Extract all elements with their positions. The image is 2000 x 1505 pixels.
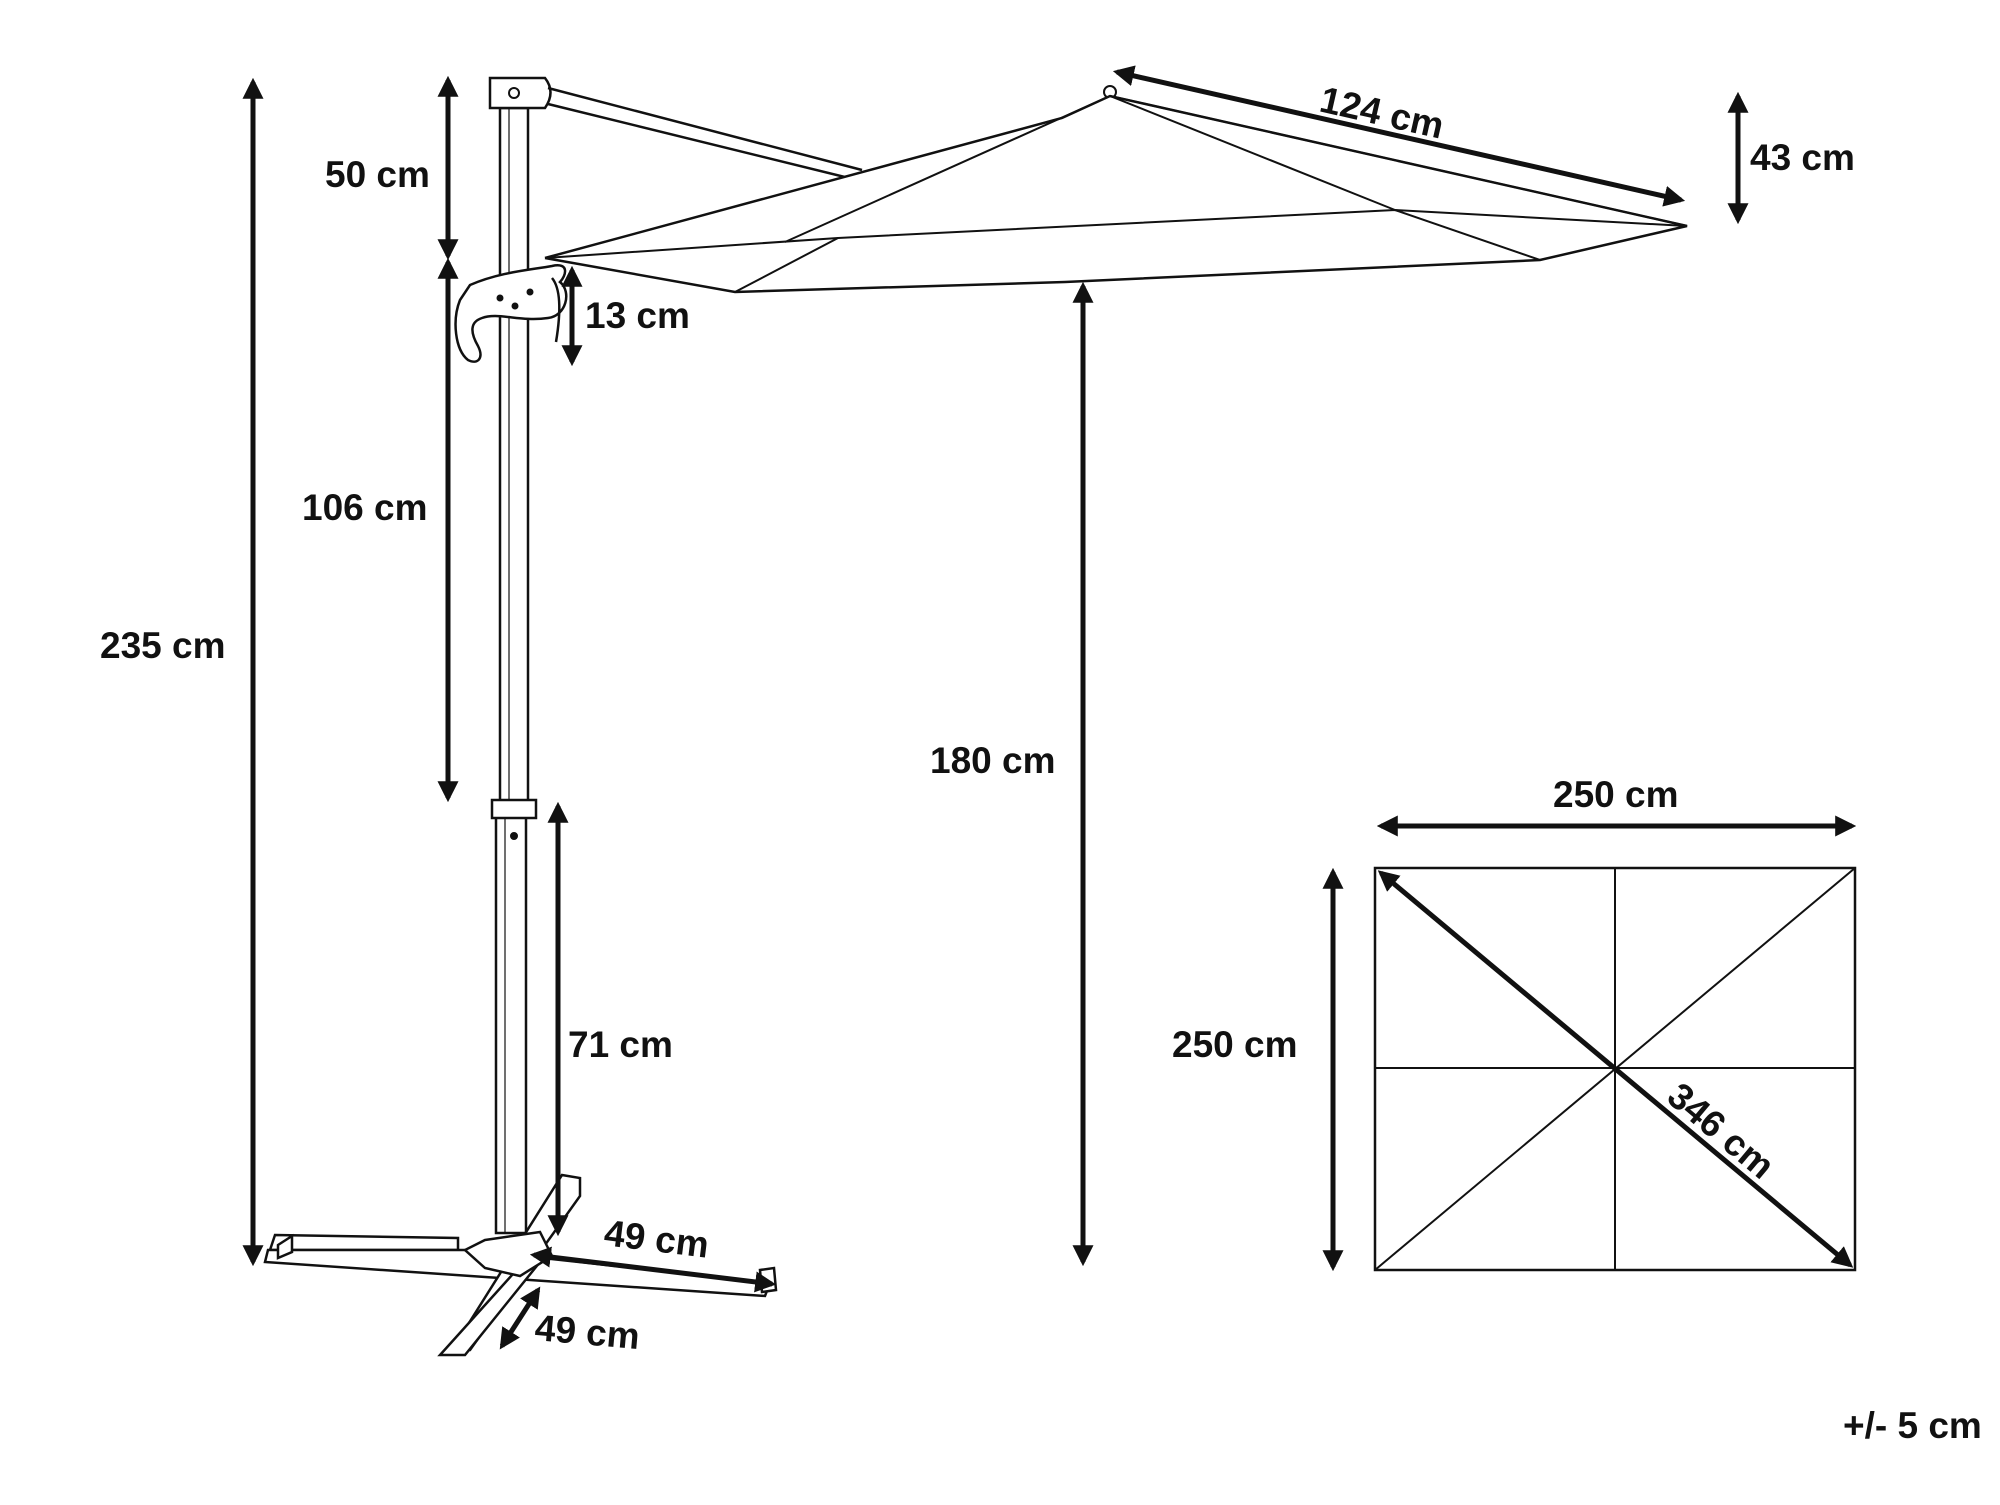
- label-lower-section: 71 cm: [568, 1024, 673, 1065]
- label-canopy-depth: 43 cm: [1750, 137, 1855, 178]
- label-canopy-depth-top: 250 cm: [1172, 1024, 1298, 1065]
- label-top-section: 50 cm: [325, 154, 430, 195]
- crank-handle: [454, 264, 568, 363]
- label-canopy-diagonal: 346 cm: [1660, 1075, 1782, 1187]
- label-base-width-b: 49 cm: [533, 1307, 641, 1357]
- label-canopy-width: 250 cm: [1553, 774, 1679, 815]
- label-middle-section: 106 cm: [302, 487, 428, 528]
- arrow-rib-length: [1112, 65, 1686, 207]
- pole: [490, 106, 538, 1235]
- tolerance-note: +/- 5 cm: [1843, 1405, 1982, 1446]
- arrow-base-width-a: [529, 1246, 777, 1293]
- canopy: [544, 85, 1688, 294]
- arrow-base-width-b: [499, 1286, 541, 1350]
- umbrella-side-view: [263, 76, 1688, 1357]
- label-base-width-a: 49 cm: [602, 1212, 711, 1265]
- label-rib-length: 124 cm: [1316, 79, 1447, 147]
- dimension-arrows: [242, 65, 1857, 1350]
- label-handle: 13 cm: [585, 295, 690, 336]
- label-clearance-height: 180 cm: [930, 740, 1056, 781]
- arrow-canopy-diagonal: [1377, 870, 1854, 1268]
- pole-cap: [488, 76, 863, 182]
- label-total-height: 235 cm: [100, 625, 226, 666]
